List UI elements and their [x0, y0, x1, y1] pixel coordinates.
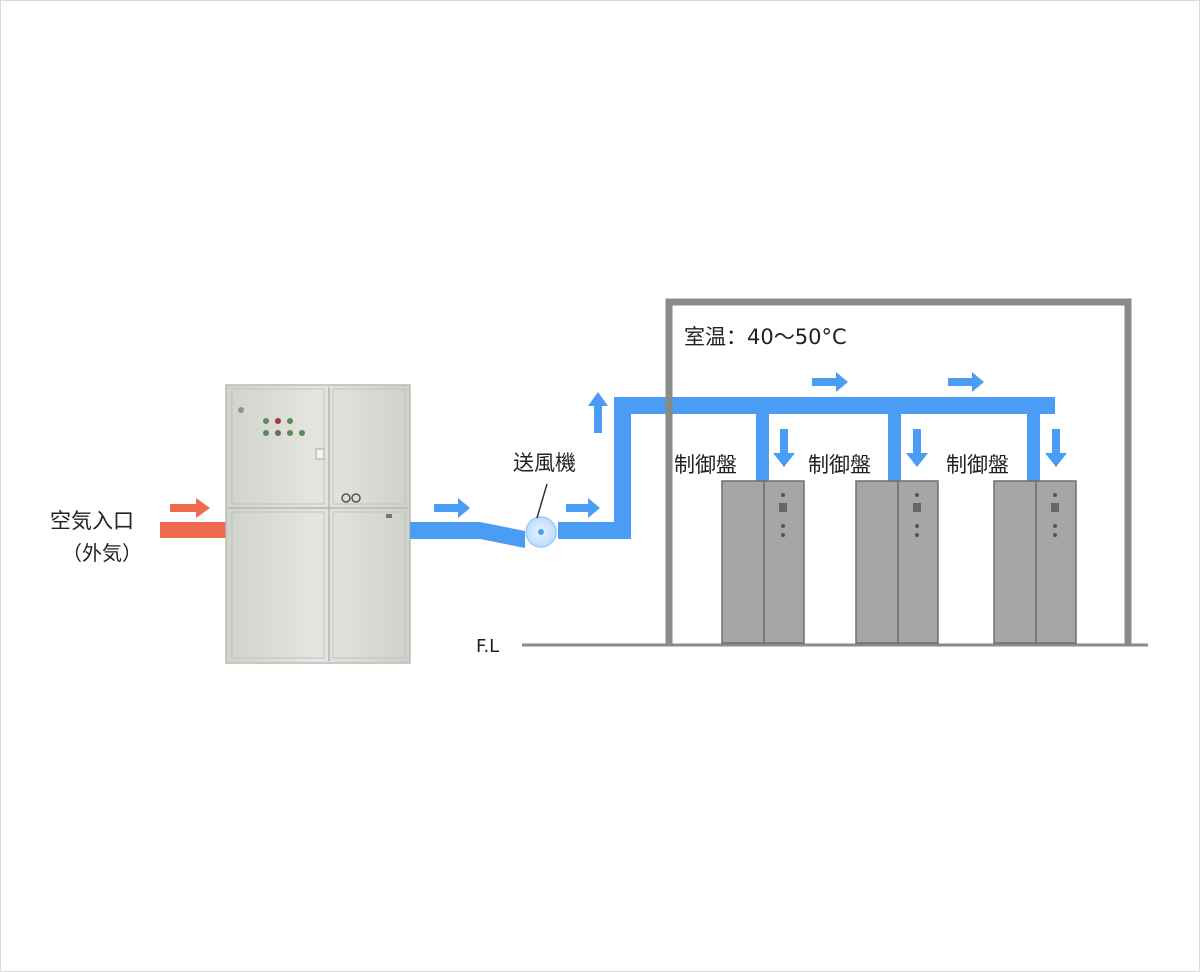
arrow-down-icon: [1045, 429, 1067, 467]
inlet-duct: [160, 522, 232, 538]
arrow-right-icon: [566, 498, 600, 518]
arrow-up-icon: [588, 392, 608, 433]
blower-leader-line: [536, 483, 548, 519]
arrow-right-icon: [948, 372, 984, 392]
air-inlet: 空気入口 （外気）: [50, 498, 232, 565]
arrow-right-icon: [434, 498, 470, 518]
air-conditioning-cabinet: [225, 384, 411, 664]
room-temperature-label: 室温：40〜50°C: [684, 325, 847, 349]
flow-arrows: [434, 372, 1067, 518]
air-inlet-label: 空気入口: [50, 509, 134, 533]
inlet-arrow-icon: [170, 498, 210, 518]
panel-label: 制御盤: [946, 453, 1009, 477]
blower: 送風機: [513, 451, 576, 548]
panel-label: 制御盤: [674, 453, 737, 477]
control-panel-3: 制御盤: [946, 453, 1077, 644]
indicator-lamps: [263, 418, 305, 436]
control-panel-2: 制御盤: [808, 453, 939, 644]
floor-line-label: F.L: [476, 636, 499, 657]
arrow-down-icon: [906, 429, 928, 467]
panel-label: 制御盤: [808, 453, 871, 477]
outside-air-label: （外気）: [62, 541, 142, 565]
door-handle-icon: [341, 493, 361, 503]
arrow-right-icon: [812, 372, 848, 392]
lock-icon: [386, 514, 392, 518]
blower-label: 送風機: [513, 451, 576, 475]
arrow-down-icon: [773, 429, 795, 467]
supply-duct: [410, 397, 1055, 548]
control-room: [665, 298, 1132, 645]
control-panel-1: 制御盤: [674, 453, 805, 644]
door-latch: [315, 448, 325, 460]
warning-label-icon: [238, 407, 244, 413]
